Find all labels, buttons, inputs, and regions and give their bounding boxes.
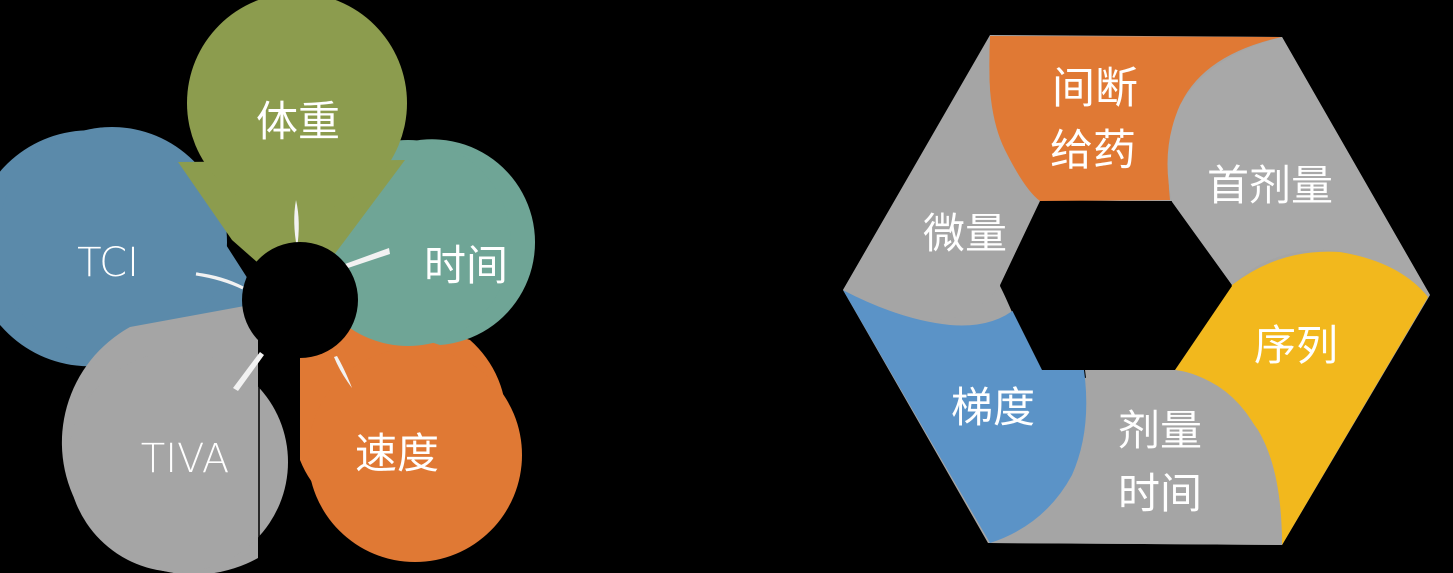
petal-tiva: TIVA [61,305,288,573]
segment-label-line1: 首剂量 [1207,161,1333,210]
segment-label-line1: 间断 [1052,64,1138,114]
segment-shape [1167,37,1430,295]
segment-shape [990,370,1282,545]
segment-dose-time: 剂量 时间 [990,370,1282,545]
petal-lobe [308,348,522,562]
segment-label-line2: 给药 [1050,126,1136,176]
segment-shape [843,36,1040,320]
petal-label-weight: 体重 [256,97,340,146]
petal-tci: TCI [0,127,255,367]
petal-label-tci: TCI [77,240,139,286]
petal-lobe [0,127,227,357]
highlight-stroke [233,352,264,391]
petal-label-time: 时间 [424,241,508,290]
petal-lobe [68,352,288,572]
flower-center [242,242,358,358]
segment-shape [843,285,1087,543]
segment-label-line1: 剂量 [1118,406,1202,455]
segment-label-line1: 梯度 [951,383,1035,432]
segment-micro-dose: 微量 [843,36,1040,320]
highlight-stroke [334,356,352,388]
petal-label-tiva: TIVA [141,436,229,482]
segment-shape [1175,251,1428,546]
petal-lobe [187,0,407,213]
highlight-stroke [195,272,244,290]
segment-gradient: 梯度 [843,285,1087,543]
hexagon-center-hole [1000,202,1232,370]
highlight-stroke [345,248,390,268]
segment-label-line1: 微量 [923,209,1007,258]
segment-shape [989,36,1282,201]
segment-first-dose: 首剂量 [1167,37,1430,295]
highlight-stroke [294,200,299,248]
petal-label-speed: 速度 [355,429,439,478]
segment-label-line1: 序列 [1254,321,1338,370]
petal-highlights [195,200,390,391]
segment-label-line2: 时间 [1118,469,1202,518]
petal-speed: 速度 [258,290,522,573]
flower-diagram: TCI TIVA 速度 时间 体重 [0,0,536,573]
hexagon-cycle-diagram: 间断 给药 首剂量 序列 剂量 时间 梯度 微量 [843,35,1430,546]
petal-weight: 体重 [178,0,407,300]
segment-sequence: 序列 [1175,251,1428,546]
segment-intermittent-dosing: 间断 给药 [989,36,1282,201]
